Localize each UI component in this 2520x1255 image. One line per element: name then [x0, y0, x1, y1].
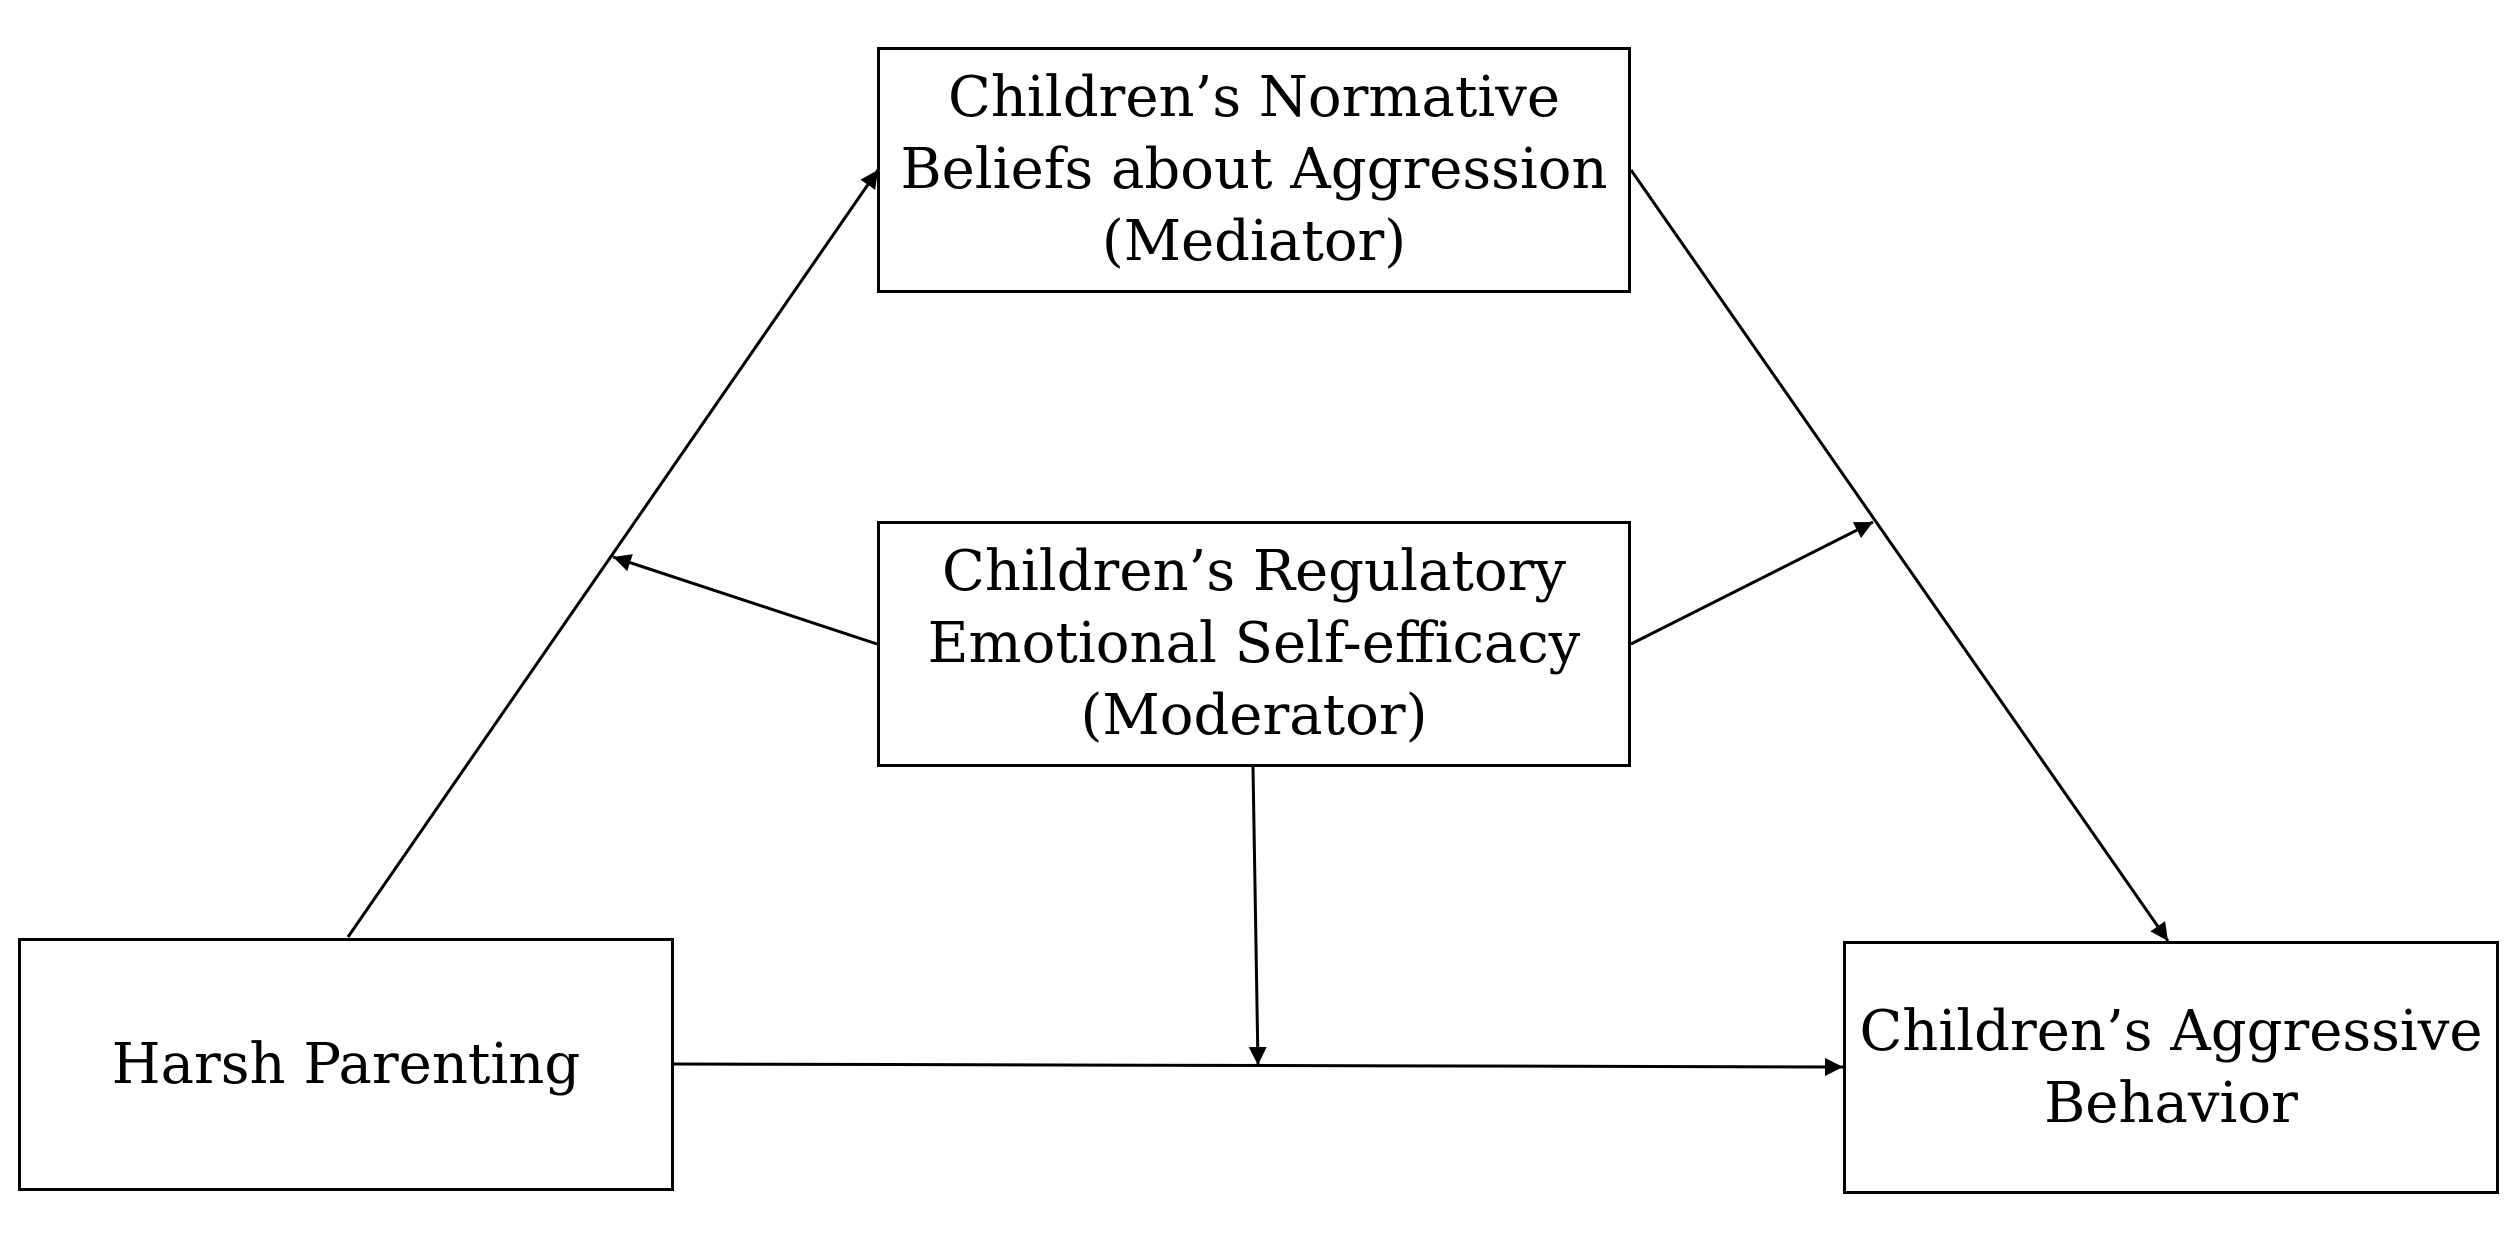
- moderator-box: Children’s Regulatory Emotional Self-eff…: [877, 521, 1631, 767]
- moderator-label-line-2: Emotional Self-efficacy: [927, 611, 1581, 677]
- mediator-label-line-2: Beliefs about Aggression: [900, 137, 1608, 203]
- predictor-label-line-1: Harsh Parenting: [111, 1031, 581, 1097]
- edge-moderator-to-direct-path: [1248, 766, 1267, 1066]
- mediator-box: Children’s Normative Beliefs about Aggre…: [877, 47, 1631, 293]
- edge-predictor-to-outcome: [673, 1057, 1844, 1076]
- outcome-label-line-2: Behavior: [2044, 1070, 2298, 1136]
- mediator-label-line-1: Children’s Normative: [947, 65, 1561, 131]
- edge-moderator-to-left-path: [612, 554, 878, 646]
- edge-moderator-to-right-path: [1630, 520, 1874, 646]
- moderator-label-line-3: (Moderator): [1080, 682, 1428, 748]
- moderator-label-line-1: Children’s Regulatory: [941, 539, 1567, 605]
- mediator-label-line-3: (Mediator): [1101, 208, 1407, 274]
- outcome-label-line-1: Children’s Aggressive: [1859, 998, 2483, 1064]
- predictor-box: Harsh Parenting: [18, 938, 674, 1191]
- edge-mediator-to-outcome: [1629, 169, 2170, 942]
- outcome-box: Children’s Aggressive Behavior: [1843, 941, 2499, 1194]
- edge-predictor-to-mediator: [346, 169, 880, 938]
